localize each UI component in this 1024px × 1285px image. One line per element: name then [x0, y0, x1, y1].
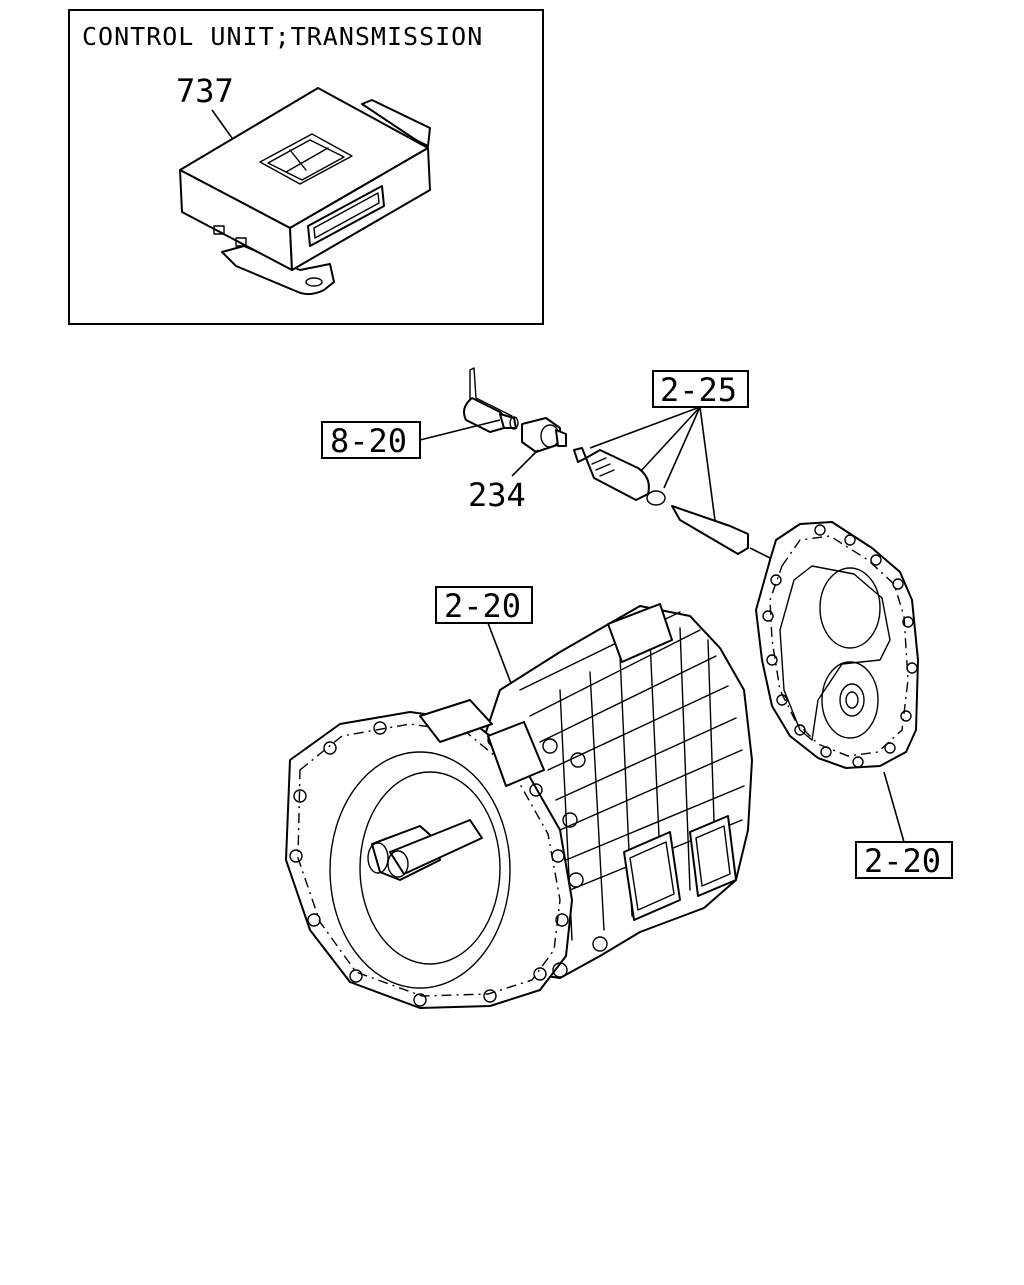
ref-label-2-20-cover: 2-20 — [864, 842, 941, 880]
inset-title: CONTROL UNIT;TRANSMISSION — [82, 22, 483, 51]
transmission-case — [285, 603, 753, 1009]
leader-737 — [211, 109, 233, 139]
ref-label-2-25: 2-25 — [660, 371, 737, 409]
control-unit-icon — [179, 87, 431, 296]
leader-2-20-main — [487, 622, 513, 687]
ref-label-2-20-main: 2-20 — [444, 587, 521, 625]
ref-box-2-20-main — [435, 586, 533, 624]
leader-2-20-cover — [883, 771, 905, 843]
switch-234 — [521, 417, 567, 453]
leader-234 — [511, 449, 539, 477]
ref-box-8-20 — [321, 421, 421, 459]
leaders-2-25 — [589, 406, 717, 529]
ref-label-8-20: 8-20 — [330, 422, 407, 460]
rear-cover — [755, 521, 919, 769]
part-label-737: 737 — [176, 72, 234, 110]
leader-8-20 — [419, 419, 501, 441]
part-label-234: 234 — [468, 476, 526, 514]
shift-assembly — [573, 447, 771, 559]
control-unit-inset: CONTROL UNIT;TRANSMISSION 737 — [68, 9, 544, 325]
speed-sensor — [463, 367, 519, 433]
